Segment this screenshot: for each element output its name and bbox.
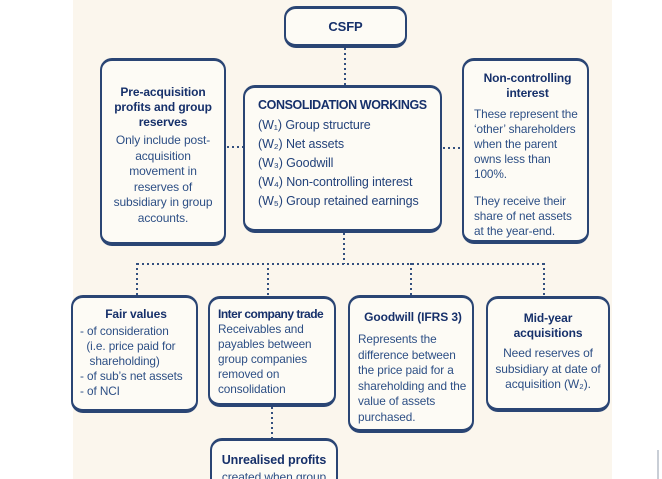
working-w2: (W₂) Net assets [258, 137, 345, 151]
page-edge-artifact [657, 450, 659, 479]
node-pre-acquisition: Pre-acquisition profits and group reserv… [100, 58, 226, 246]
connector-drop-goodwill [410, 263, 412, 295]
goodwill-body: Represents the difference between the pr… [358, 332, 467, 424]
working-w3: (W₃) Goodwill [258, 156, 334, 170]
consolidation-workings-title: CONSOLIDATION WORKINGS [258, 98, 427, 112]
goodwill-title: Goodwill (IFRS 3) [364, 310, 462, 324]
connector-csfp-to-workings [344, 48, 346, 85]
nci-body-2: They receive their share of net assets a… [474, 194, 572, 238]
node-csfp: CSFP [284, 6, 407, 48]
mid-year-body: Need reserves of subsidiary at date of a… [495, 346, 601, 391]
unrealised-profits-body: created when group [221, 470, 327, 479]
node-unrealised-profits: Unrealised profits created when group [210, 438, 338, 479]
node-inter-company-trade: Inter company trade Receivables and paya… [208, 296, 336, 407]
csfp-title: CSFP [328, 19, 363, 34]
node-mid-year-acquisitions: Mid-year acquisitions Need reserves of s… [486, 296, 610, 412]
working-w4: (W₄) Non-controlling interest [258, 175, 413, 189]
working-w1: (W₁) Group structure [258, 118, 371, 132]
pre-acquisition-body: Only include post-acquisition movement i… [113, 133, 213, 225]
connector-inter-to-unrealised [271, 407, 273, 438]
working-w5: (W₅) Group retained earnings [258, 194, 419, 208]
unrealised-profits-title: Unrealised profits [221, 453, 327, 467]
node-goodwill-ifrs3: Goodwill (IFRS 3) Represents the differe… [348, 295, 474, 433]
node-non-controlling-interest: Non-controlling interest These represent… [462, 58, 589, 244]
connector-workings-down [343, 233, 345, 264]
connector-bottom-bus [137, 263, 544, 265]
nci-body-1: These represent the ‘other’ shareholders… [474, 107, 578, 181]
connector-preacq-to-workings [227, 146, 243, 148]
connector-drop-fair-values [136, 263, 138, 295]
connector-drop-inter-company [267, 263, 269, 296]
node-fair-values: Fair values - of consideration (i.e. pri… [71, 295, 198, 413]
fair-values-body: - of consideration (i.e. price paid for … [80, 324, 183, 398]
nci-title: Non-controlling interest [483, 71, 572, 100]
node-consolidation-workings: CONSOLIDATION WORKINGS (W₁) Group struct… [243, 85, 442, 233]
connector-drop-mid-year [543, 263, 545, 296]
connector-workings-to-nci [443, 147, 462, 149]
mid-year-title: Mid-year acquisitions [513, 311, 583, 340]
pre-acquisition-title: Pre-acquisition profits and group reserv… [114, 85, 212, 129]
inter-company-body: Receivables and payables between group c… [218, 322, 312, 396]
inter-company-title: Inter company trade [218, 307, 324, 321]
fair-values-title: Fair values [105, 307, 167, 321]
